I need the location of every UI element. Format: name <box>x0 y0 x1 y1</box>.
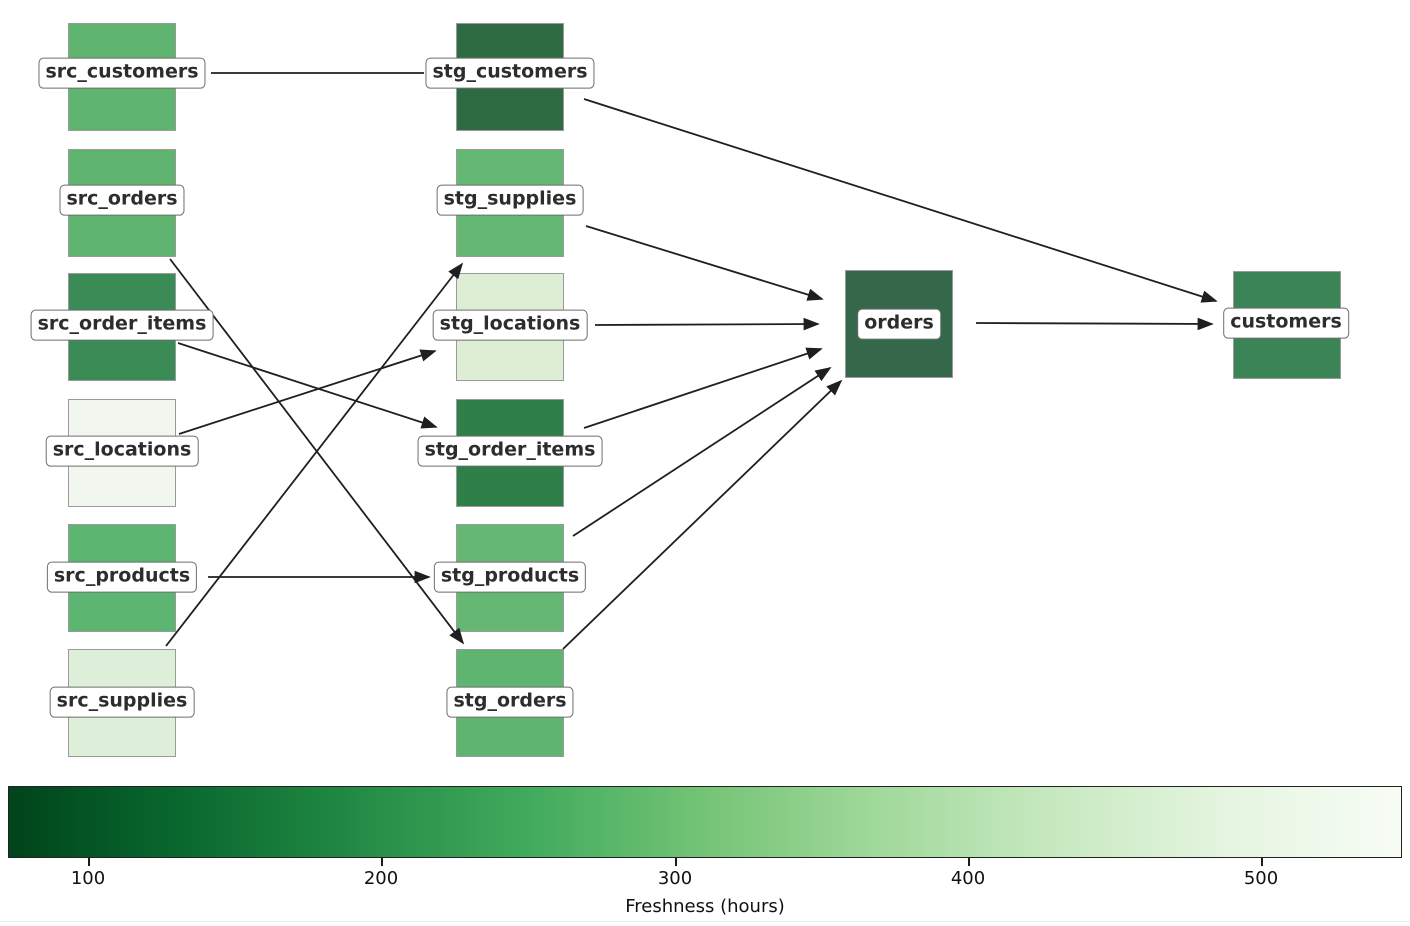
node-label-src_order_items: src_order_items <box>30 309 214 341</box>
edge-stg_order_items-to-orders <box>583 347 823 429</box>
node-label-src_products: src_products <box>46 561 198 593</box>
node-label-orders: orders <box>857 308 941 340</box>
node-label-customers: customers <box>1223 307 1349 339</box>
edge-src_supplies-to-stg_supplies <box>165 262 464 647</box>
colorbar-axis-label: Freshness (hours) <box>625 896 785 917</box>
node-label-src_orders: src_orders <box>59 184 185 216</box>
node-label-stg_customers: stg_customers <box>425 57 595 89</box>
colorbar-tick-300 <box>675 858 677 866</box>
node-label-stg_supplies: stg_supplies <box>436 184 584 216</box>
node-label-src_locations: src_locations <box>45 435 199 467</box>
figure-bottom-border <box>0 921 1410 922</box>
edge-src_locations-to-stg_locations <box>178 349 437 435</box>
node-label-stg_locations: stg_locations <box>432 309 588 341</box>
edge-orders-to-customers <box>975 317 1214 331</box>
node-label-stg_products: stg_products <box>433 561 587 593</box>
node-label-src_customers: src_customers <box>38 57 206 89</box>
node-label-stg_orders: stg_orders <box>446 686 574 718</box>
colorbar-tick-label-300: 300 <box>657 868 693 889</box>
colorbar-tick-400 <box>968 858 970 866</box>
colorbar-tick-label-100: 100 <box>70 868 106 889</box>
colorbar-tick-label-500: 500 <box>1243 868 1279 889</box>
edge-stg_customers-to-customers <box>583 98 1218 303</box>
edge-src_order_items-to-stg_order_items <box>177 342 438 429</box>
colorbar-tick-100 <box>88 858 90 866</box>
colorbar-tick-200 <box>381 858 383 866</box>
edge-stg_supplies-to-orders <box>585 225 824 301</box>
edge-stg_locations-to-orders <box>594 317 820 331</box>
edge-stg_products-to-orders <box>572 367 832 537</box>
edge-stg_orders-to-orders <box>562 379 843 650</box>
colorbar-tick-label-400: 400 <box>950 868 986 889</box>
node-label-src_supplies: src_supplies <box>49 686 195 718</box>
node-label-stg_order_items: stg_order_items <box>417 435 603 467</box>
colorbar-tick-label-200: 200 <box>363 868 399 889</box>
colorbar-tick-500 <box>1261 858 1263 866</box>
colorbar-gradient <box>8 786 1402 858</box>
